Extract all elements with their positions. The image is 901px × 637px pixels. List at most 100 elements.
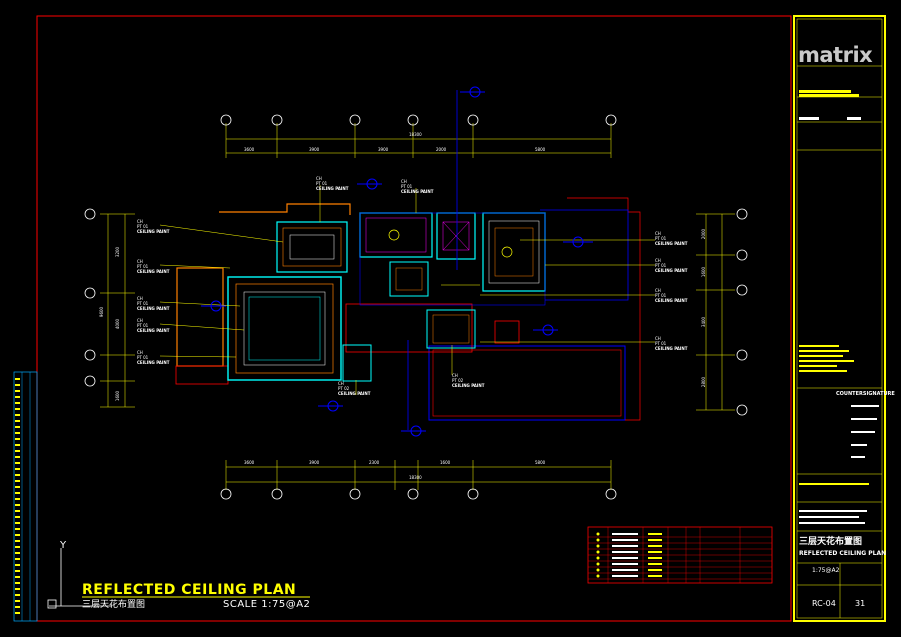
ruler-tick (15, 588, 20, 590)
room-east-terrace (428, 345, 626, 421)
title-block-text-line (799, 345, 839, 347)
sheet-border (36, 15, 792, 622)
drawing-title: REFLECTED CEILING PLAN (82, 582, 297, 598)
legend-row-symbol (596, 538, 600, 542)
ceiling-tag-code: CH (401, 179, 407, 184)
legend-row-text (612, 575, 638, 577)
drawing-scale: SCALE 1:75@A2 (223, 599, 311, 610)
ceiling-tag-paint: CEILING PAINT (401, 189, 434, 194)
dim-left-1: 3200 (115, 246, 121, 258)
ruler-tick (15, 474, 20, 476)
legend-row-code (648, 575, 662, 577)
ruler-tick (15, 594, 20, 596)
legend-row-symbol (596, 550, 600, 554)
title-block-lines (797, 65, 882, 618)
ruler-tick (15, 492, 20, 494)
legend-row-code (648, 569, 662, 571)
room-northwest (276, 221, 348, 273)
ceiling-tag-code: CH (338, 381, 344, 386)
grid-axis-bubble (407, 114, 419, 126)
dim-left-3: 1600 (115, 390, 121, 402)
ceiling-tag-paint: CEILING PAINT (137, 328, 170, 333)
legend-row-code (648, 545, 662, 547)
ceiling-tag-code: CH (452, 373, 458, 378)
title-block-inner (796, 18, 883, 619)
legend-row-text (612, 551, 638, 553)
legend-row-symbol (596, 556, 600, 560)
left-scale-ruler (13, 371, 38, 622)
ruler-tick (15, 504, 20, 506)
svg-text:Y: Y (59, 540, 67, 551)
dim-bottom-5: 5800 (535, 460, 546, 465)
title-block-text-line (799, 90, 851, 93)
ceiling-tag-paint: CEILING PAINT (137, 360, 170, 365)
tb-scale-value: 1:75@A2 (812, 567, 840, 574)
grid-axis-bubble (736, 404, 748, 416)
ceiling-tag-finish: PT 01 (137, 301, 149, 306)
ceiling-tag-paint: CEILING PAINT (452, 383, 485, 388)
ruler-tick (15, 606, 20, 608)
grid-axis-bubble (736, 208, 748, 220)
title-block-text-line (799, 360, 854, 362)
room-living-hall (227, 276, 342, 381)
ceiling-tag-finish: PT 01 (137, 224, 149, 229)
room-center-north (359, 212, 433, 258)
ceiling-tag-paint: CEILING PAINT (137, 229, 170, 234)
leader-lines (159, 185, 655, 395)
dim-left-total: 9600 (99, 306, 105, 318)
title-block-text-line (799, 350, 849, 352)
title-block-text-line (847, 117, 861, 120)
dim-right-1: 2000 (701, 228, 707, 240)
ceiling-tag-finish: PT 01 (401, 184, 413, 189)
title-block-text-line (799, 483, 869, 485)
title-block-text-bars (799, 90, 879, 524)
ceiling-tag-paint: CEILING PAINT (655, 346, 688, 351)
legend-row-symbol (596, 574, 600, 578)
grid-axis-bubble (467, 114, 479, 126)
ruler-tick (15, 468, 20, 470)
room-corridor (345, 303, 473, 353)
title-block-text-line (799, 522, 865, 524)
legend-row-text (612, 539, 638, 541)
legend-row-text (612, 563, 638, 565)
ruler-tick (15, 444, 20, 446)
ruler-tick (15, 552, 20, 554)
dim-bottom-3: 2300 (369, 460, 380, 465)
grid-axis-bubbles (84, 114, 748, 500)
ceiling-tag-finish: PT 01 (137, 264, 149, 269)
ruler-tick (15, 420, 20, 422)
ceiling-tag-finish: PT 02 (338, 386, 350, 391)
ceiling-tag-finish: PT 01 (655, 293, 667, 298)
grid-axis-bubble (271, 114, 283, 126)
dim-top-2: 3900 (309, 147, 320, 152)
title-block-text-line (799, 365, 837, 367)
ceiling-tag-finish: PT 01 (655, 341, 667, 346)
tb-sheet-number: 31 (855, 599, 866, 608)
dim-top-1: 3600 (244, 147, 255, 152)
grid-axis-bubble (271, 488, 283, 500)
grid-axis-bubble (605, 114, 617, 126)
ruler-tick (15, 540, 20, 542)
company-logo: matrix (798, 43, 873, 67)
grid-axis-bubble (84, 287, 96, 299)
ceiling-tag-paint: CEILING PAINT (137, 269, 170, 274)
dim-top-3: 3900 (378, 147, 389, 152)
ruler-tick (15, 546, 20, 548)
ruler-tick (15, 456, 20, 458)
ruler-tick (15, 528, 20, 530)
title-block-text-line (851, 418, 877, 420)
grid-axis-bubble (349, 114, 361, 126)
title-block-text-line (851, 431, 875, 433)
grid-axis-bubble (605, 488, 617, 500)
legend-row-text (612, 569, 638, 571)
grid-axis-bubble (407, 488, 419, 500)
dim-bottom-2: 3900 (309, 460, 320, 465)
